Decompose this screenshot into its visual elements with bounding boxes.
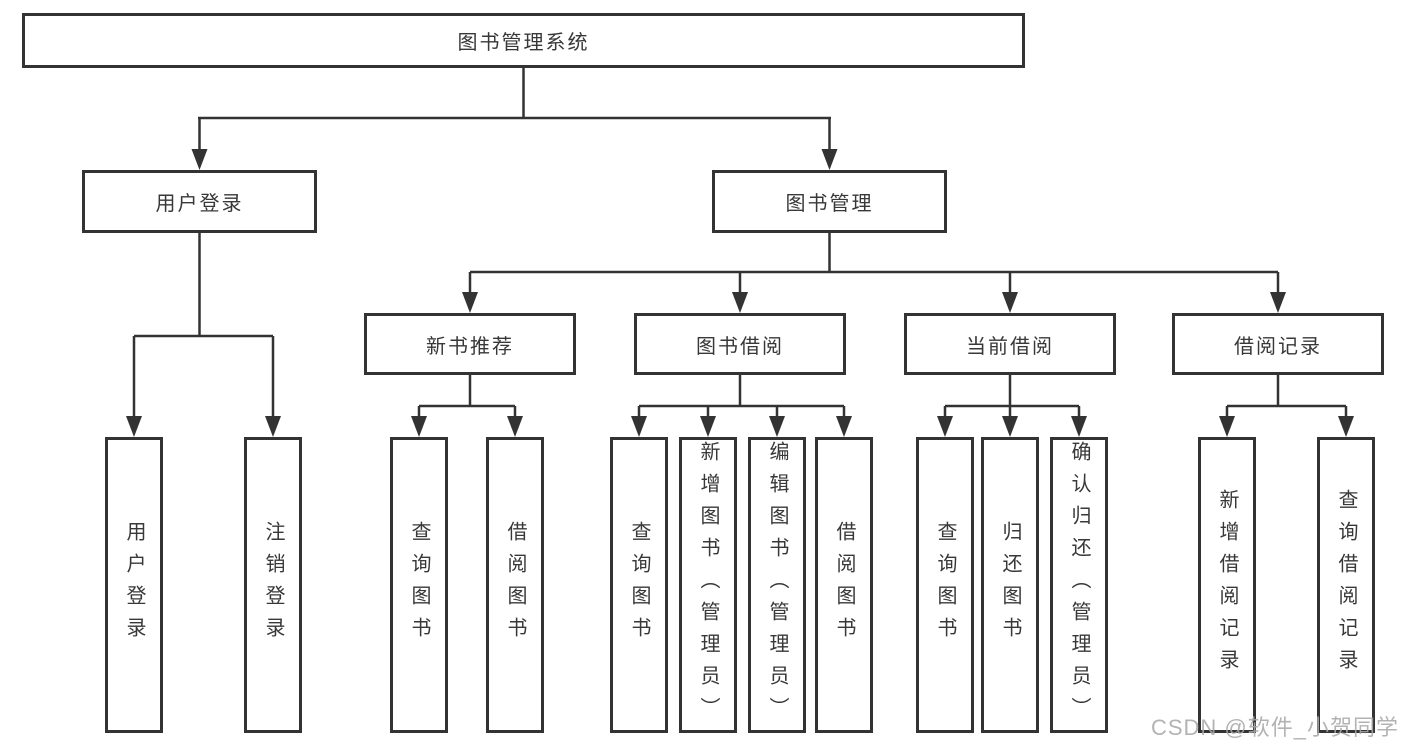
node-label: 用户登录 <box>155 193 244 215</box>
node-root-system: 图书管理系统 <box>22 13 1025 68</box>
csdn-watermark: CSDN @软件_小贺同学 <box>1150 715 1399 740</box>
node-leaf-query-book-1: 查询图书 <box>390 437 448 733</box>
node-label: 新书推荐 <box>426 335 514 358</box>
node-label: 图书管理 <box>785 193 874 215</box>
node-label: 图书借阅 <box>696 335 784 358</box>
node-leaf-query-book-2: 查询图书 <box>610 437 668 733</box>
node-leaf-query-book-3: 查询图书 <box>916 437 974 733</box>
node-leaf-borrow-book-2: 借阅图书 <box>815 437 873 733</box>
node-book-borrow: 图书借阅 <box>634 313 846 375</box>
node-label: 查询图书 <box>934 521 956 649</box>
node-label: 新增图书（管理员） <box>697 441 719 729</box>
node-label: 用户登录 <box>123 521 145 649</box>
node-borrow-record: 借阅记录 <box>1172 313 1384 375</box>
node-current-borrow: 当前借阅 <box>904 313 1116 375</box>
node-new-book-recommend: 新书推荐 <box>364 313 576 375</box>
node-leaf-confirm-return-admin: 确认归还（管理员） <box>1050 437 1108 733</box>
node-label: 确认归还（管理员） <box>1068 441 1090 729</box>
node-leaf-query-borrow-record: 查询借阅记录 <box>1317 437 1375 733</box>
node-user-login-branch: 用户登录 <box>82 170 317 233</box>
node-leaf-add-borrow-record: 新增借阅记录 <box>1198 437 1256 733</box>
node-label: 借阅记录 <box>1234 335 1322 358</box>
node-label: 查询借阅记录 <box>1335 489 1357 681</box>
node-label: 当前借阅 <box>966 335 1054 358</box>
node-label: 新增借阅记录 <box>1216 489 1238 681</box>
node-leaf-logout: 注销登录 <box>244 437 302 733</box>
node-leaf-edit-book-admin: 编辑图书（管理员） <box>748 437 806 733</box>
node-leaf-borrow-book-1: 借阅图书 <box>486 437 544 733</box>
node-label: 编辑图书（管理员） <box>766 441 788 729</box>
node-label: 注销登录 <box>262 521 284 649</box>
node-leaf-return-book: 归还图书 <box>981 437 1039 733</box>
node-label: 借阅图书 <box>504 521 526 649</box>
node-label: 查询图书 <box>408 521 430 649</box>
node-label: 借阅图书 <box>833 521 855 649</box>
node-label: 归还图书 <box>999 521 1021 649</box>
node-book-management-branch: 图书管理 <box>712 170 947 233</box>
node-leaf-user-login: 用户登录 <box>105 437 163 733</box>
node-label: 查询图书 <box>628 521 650 649</box>
node-label: 图书管理系统 <box>457 32 590 54</box>
arrowhead-icons <box>126 149 1354 437</box>
node-leaf-add-book-admin: 新增图书（管理员） <box>679 437 737 733</box>
